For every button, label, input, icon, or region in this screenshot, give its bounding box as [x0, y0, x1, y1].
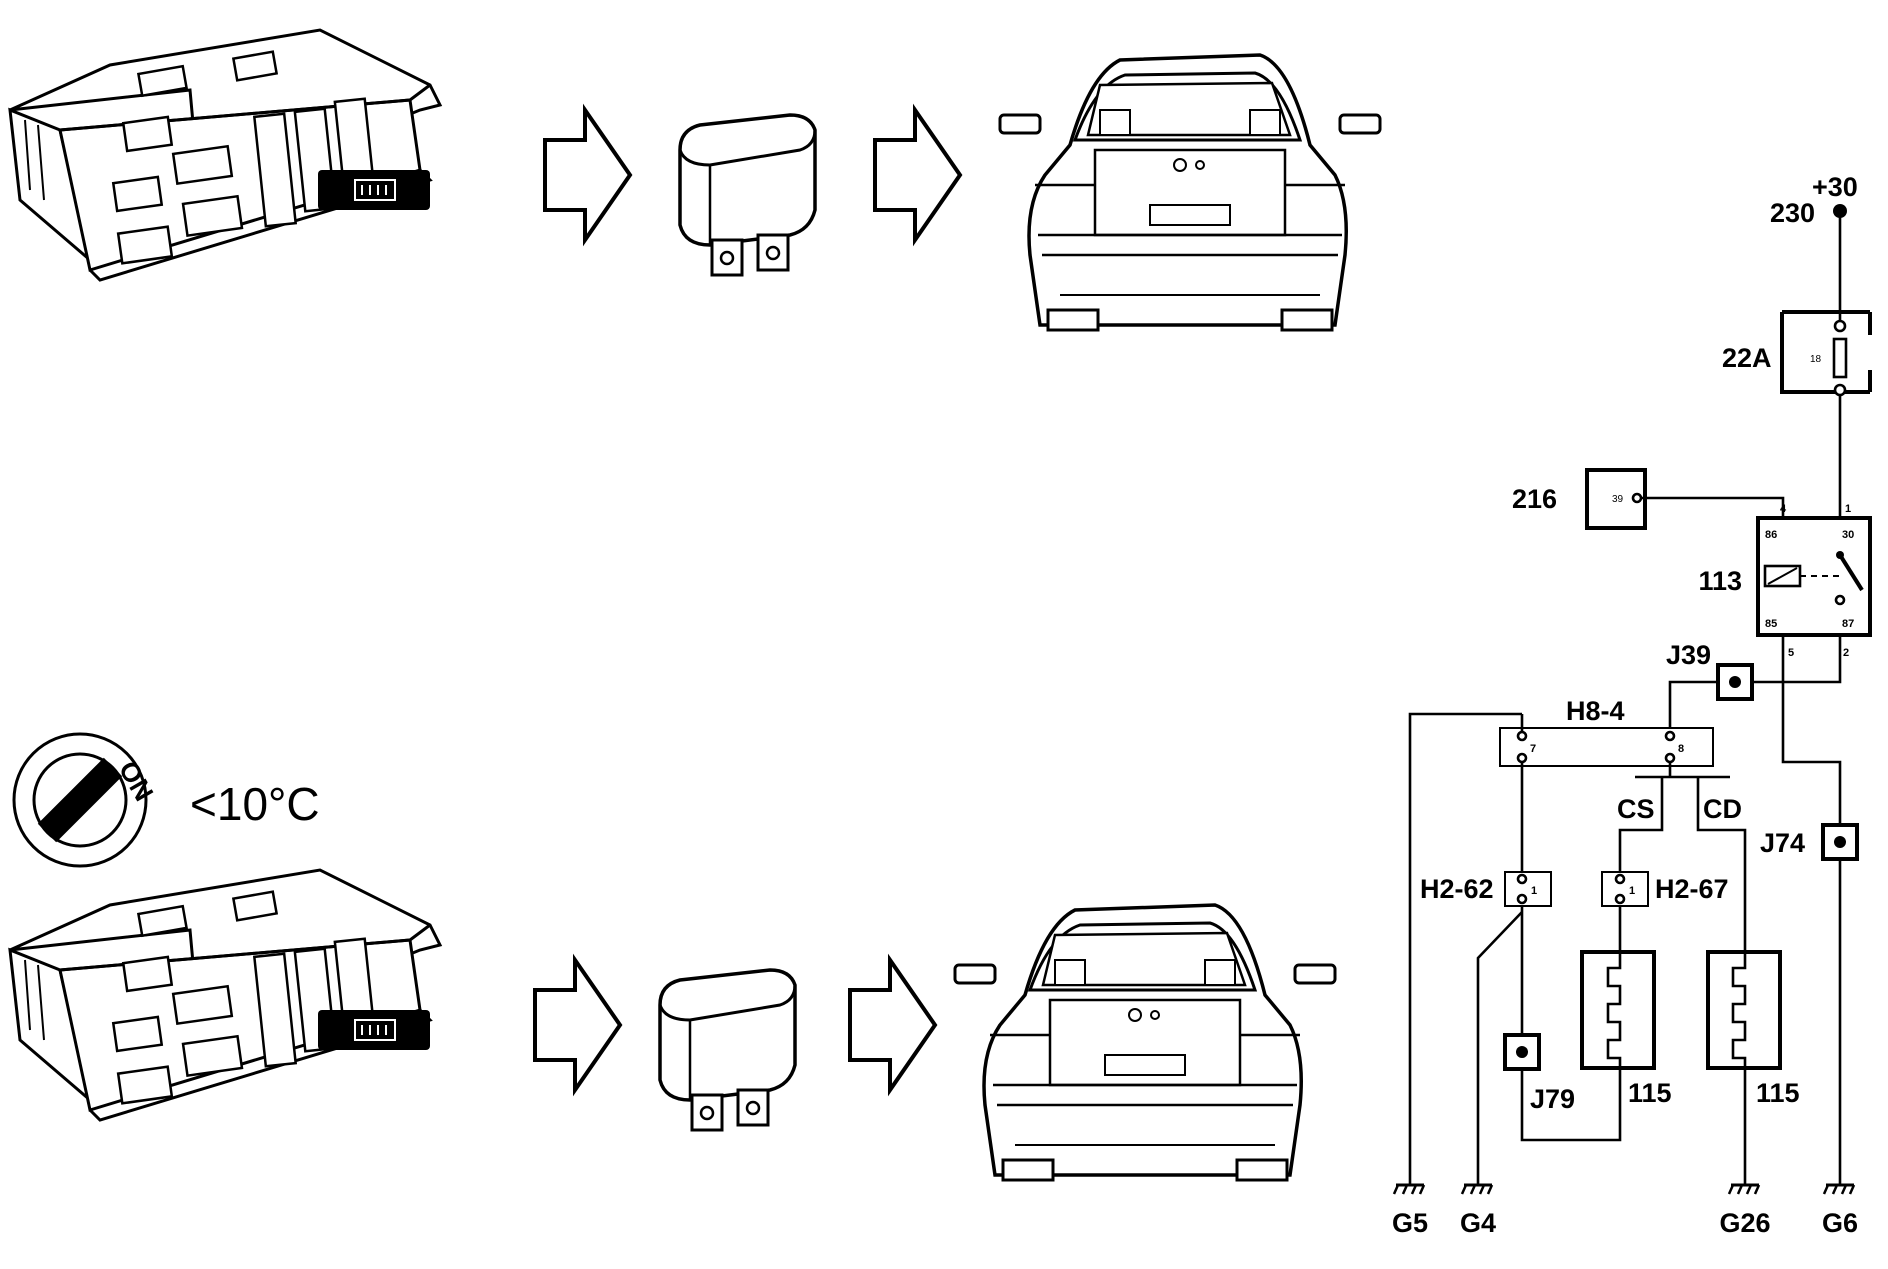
- terminal-label: 30: [1842, 529, 1854, 541]
- temperature-label: <10°C: [190, 778, 320, 830]
- cd-label: CD: [1703, 794, 1742, 824]
- terminal-label: 4: [1780, 503, 1787, 515]
- terminal-label: 1: [1531, 885, 1537, 897]
- heater-label-cs: 115: [1628, 1078, 1672, 1108]
- plus30-label: +30: [1812, 172, 1858, 202]
- j79-label: J79: [1530, 1084, 1575, 1114]
- climate-control-panel-icon: [8, 28, 442, 282]
- terminal-label: 39: [1612, 494, 1624, 505]
- n216-label: 216: [1512, 484, 1557, 514]
- g4-label: G4: [1460, 1208, 1496, 1238]
- heater-label-cd: 115: [1756, 1078, 1800, 1108]
- terminal-label: 85: [1765, 618, 1777, 630]
- terminal-label: 86: [1765, 529, 1777, 541]
- cs-label: CS: [1617, 794, 1655, 824]
- h262-label: H2-62: [1420, 874, 1494, 904]
- h84-label: H8-4: [1566, 696, 1625, 726]
- g26-label: G26: [1719, 1208, 1770, 1238]
- terminal-label: 87: [1842, 618, 1854, 630]
- arrow-right-icon: [533, 958, 622, 1092]
- g5-label: G5: [1392, 1208, 1428, 1238]
- car-rear-icon: [998, 53, 1382, 332]
- terminal-label: 1: [1629, 885, 1635, 897]
- ground-icon: [1727, 1183, 1761, 1196]
- terminal-label: 7: [1530, 743, 1536, 755]
- climate-control-panel-icon: [8, 868, 442, 1122]
- arrow-right-icon: [543, 108, 632, 242]
- h267-label: H2-67: [1655, 874, 1729, 904]
- ground-icon: [1460, 1183, 1494, 1196]
- arrow-right-icon: [873, 108, 962, 242]
- wiring-schematic: +30 230 22A 18 216 39 4 1 86 30 85 87 11…: [1392, 172, 1872, 1238]
- arrow-right-icon: [848, 958, 937, 1092]
- car-rear-icon: [953, 903, 1337, 1182]
- ignition-key-icon: ON: [12, 732, 159, 868]
- terminal-label: 2: [1843, 647, 1849, 659]
- j39-label: J39: [1666, 640, 1711, 670]
- relay-icon: [658, 968, 797, 1132]
- ground-icon: [1392, 1183, 1426, 1196]
- terminal-label: 5: [1788, 647, 1794, 659]
- terminal-label: 18: [1810, 354, 1822, 365]
- terminal-label: 1: [1845, 503, 1851, 515]
- fuse-label: 22A: [1722, 343, 1772, 373]
- relay-icon: [678, 113, 817, 277]
- terminal-label: 8: [1678, 743, 1684, 755]
- ground-icon: [1822, 1183, 1856, 1196]
- g6-label: G6: [1822, 1208, 1858, 1238]
- j74-label: J74: [1760, 828, 1805, 858]
- relay-label: 113: [1698, 566, 1742, 596]
- n230-label: 230: [1770, 198, 1815, 228]
